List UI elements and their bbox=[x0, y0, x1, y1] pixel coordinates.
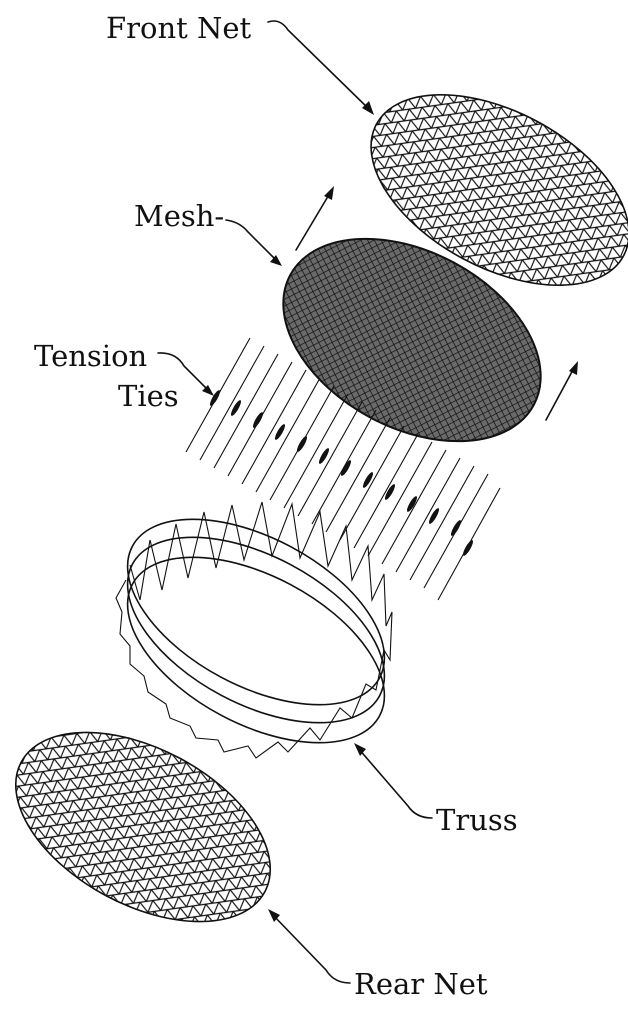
front-net-label: Front Net bbox=[106, 11, 252, 45]
mesh-label: Mesh- bbox=[134, 199, 224, 233]
tension-ties-label-line2: Ties bbox=[118, 379, 179, 413]
truss-leader bbox=[354, 743, 432, 818]
rear-net-leader bbox=[268, 909, 350, 983]
front-net-leader bbox=[268, 21, 374, 115]
rear-net bbox=[0, 693, 301, 960]
mesh-leader bbox=[226, 220, 282, 266]
truss-label: Truss bbox=[436, 803, 518, 837]
tension-ties-label-line1: Tension bbox=[34, 339, 147, 373]
rear-net-label: Rear Net bbox=[354, 967, 488, 1001]
